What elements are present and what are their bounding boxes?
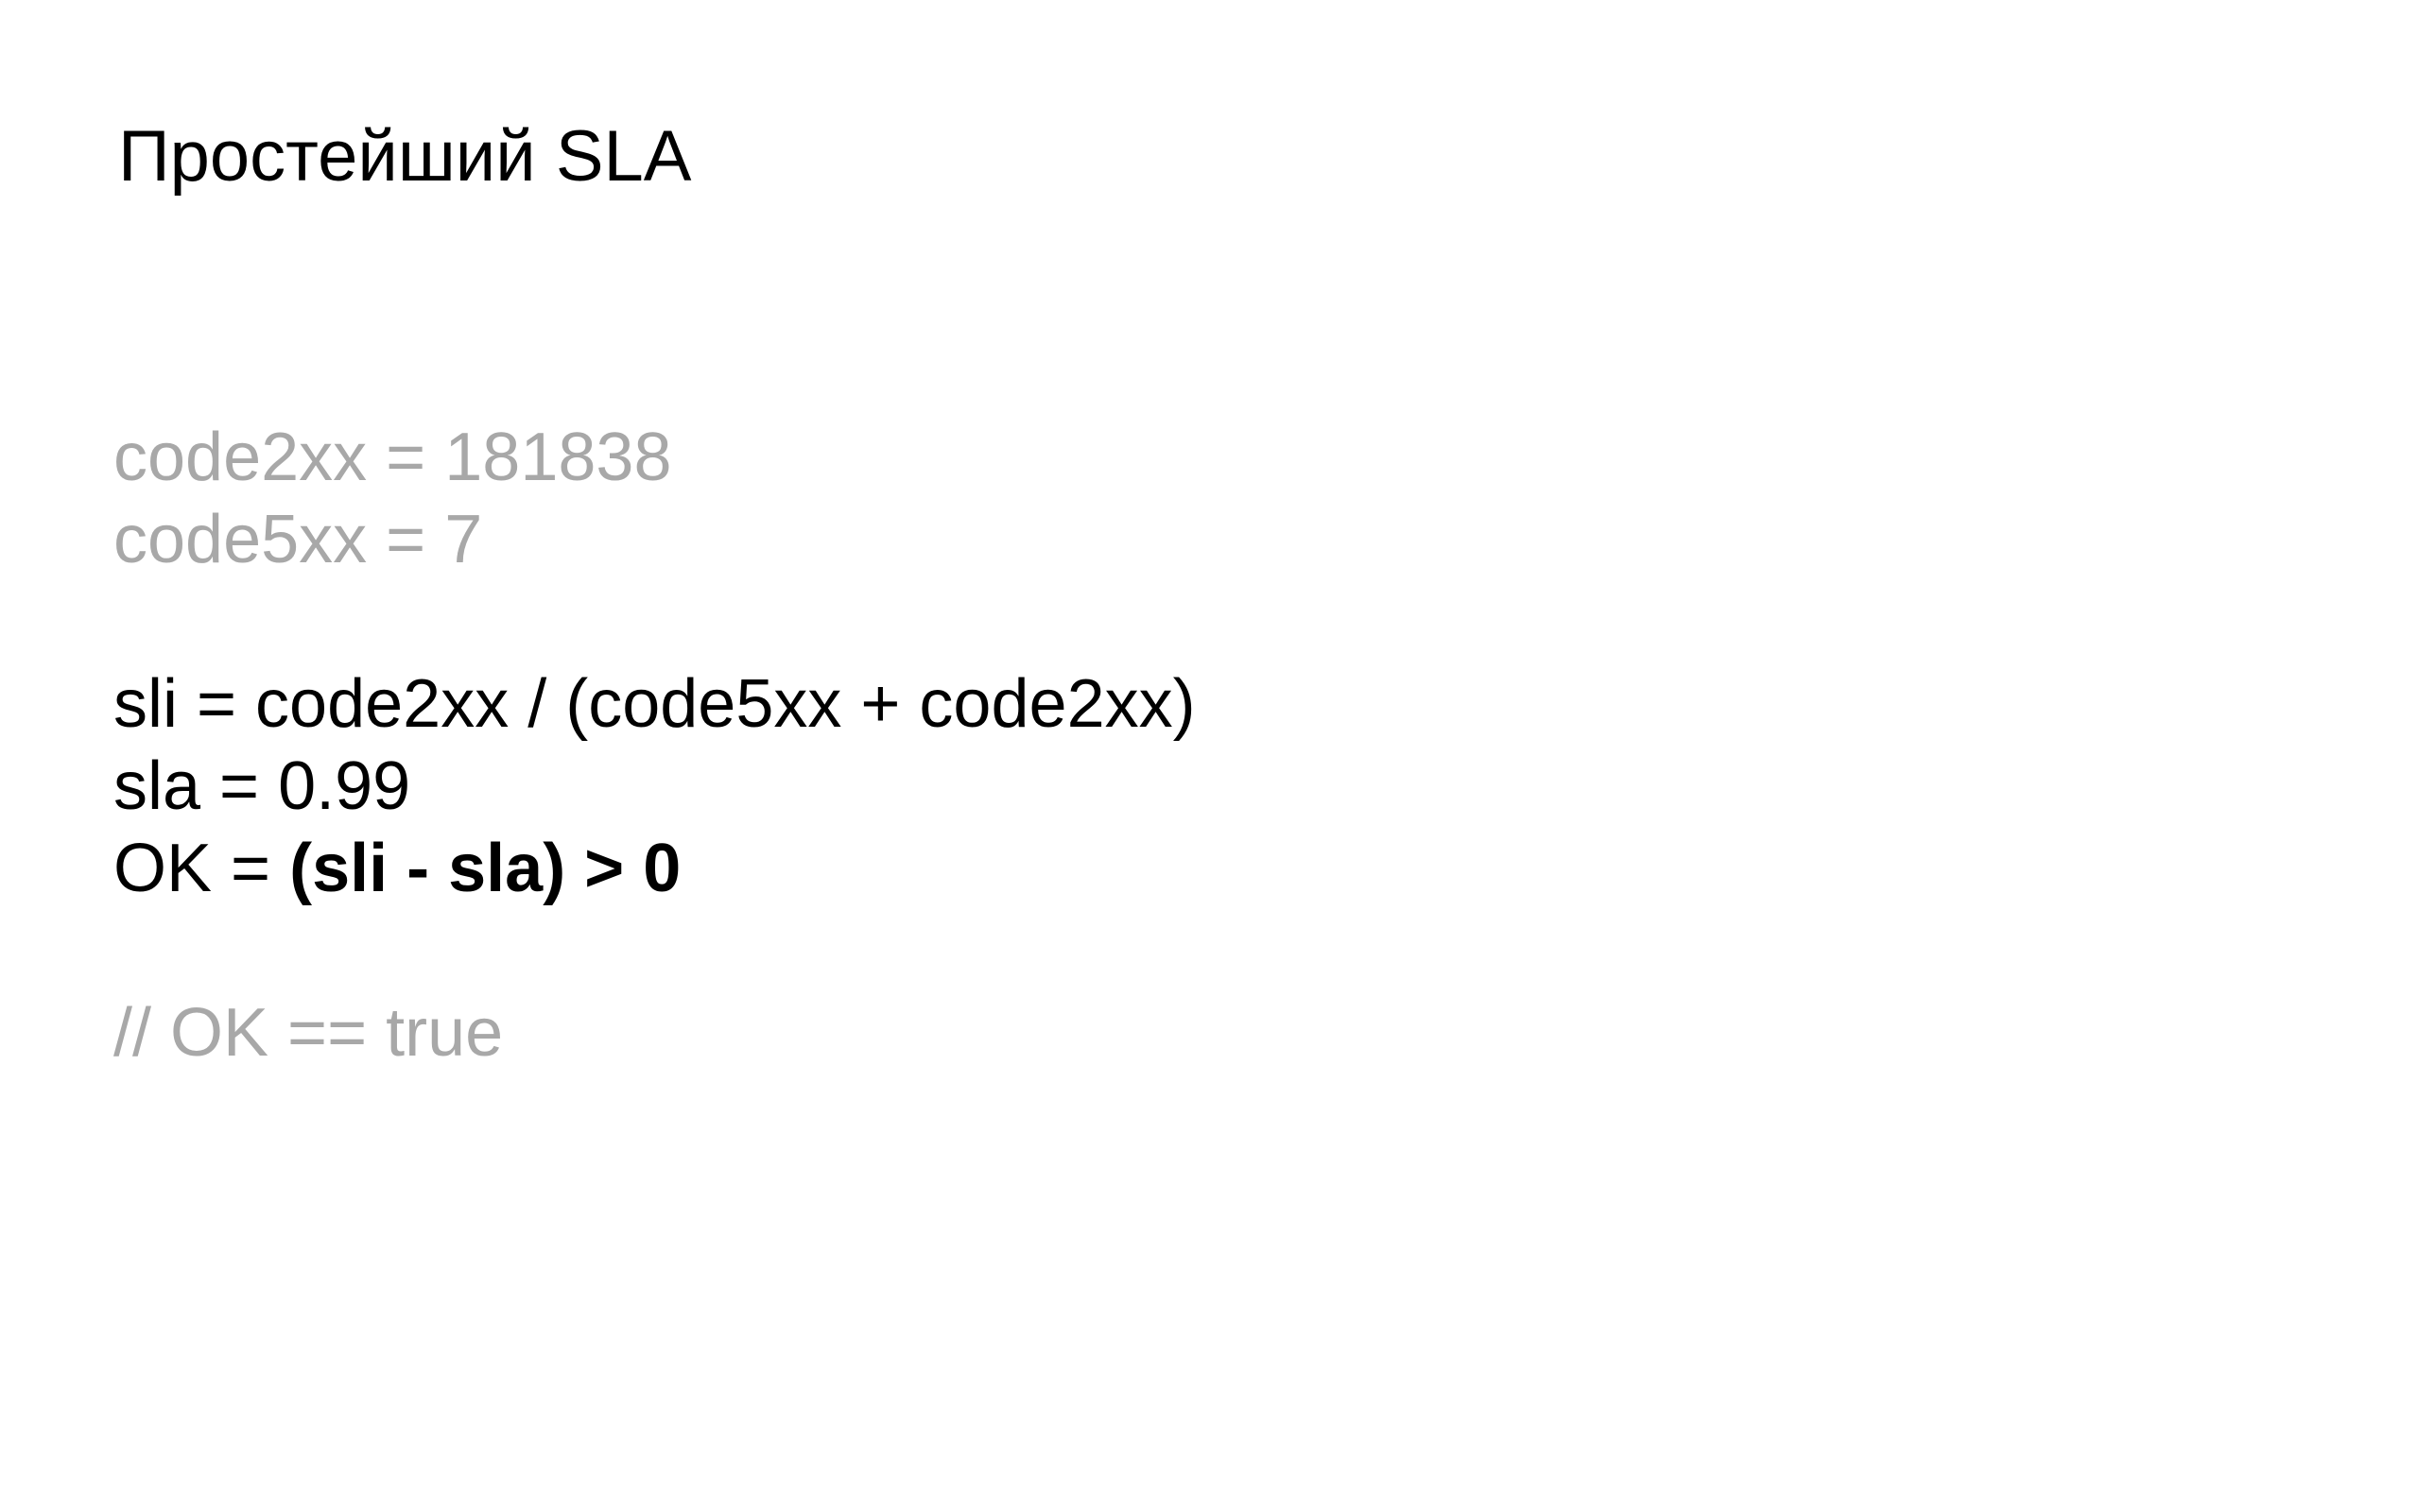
slide-body: code2xx = 181838 code5xx = 7 sli = code2… xyxy=(113,417,1196,1074)
code5xx-line: code5xx = 7 xyxy=(113,502,483,577)
slide-title: Простейший SLA xyxy=(118,116,692,197)
code2xx-line: code2xx = 181838 xyxy=(113,420,672,495)
ok-prefix: OK = xyxy=(113,831,290,906)
result-comment-line: // OK == true xyxy=(113,995,504,1071)
sla-value-line: sla = 0.99 xyxy=(113,748,411,824)
sli-formula-line: sli = code2xx / (code5xx + code2xx) xyxy=(113,666,1196,742)
ok-condition-line: OK = (sli - sla) > 0 xyxy=(113,828,1196,910)
blank-line xyxy=(113,581,1196,663)
ok-expression: (sli - sla) > 0 xyxy=(289,831,682,906)
blank-line xyxy=(113,910,1196,992)
